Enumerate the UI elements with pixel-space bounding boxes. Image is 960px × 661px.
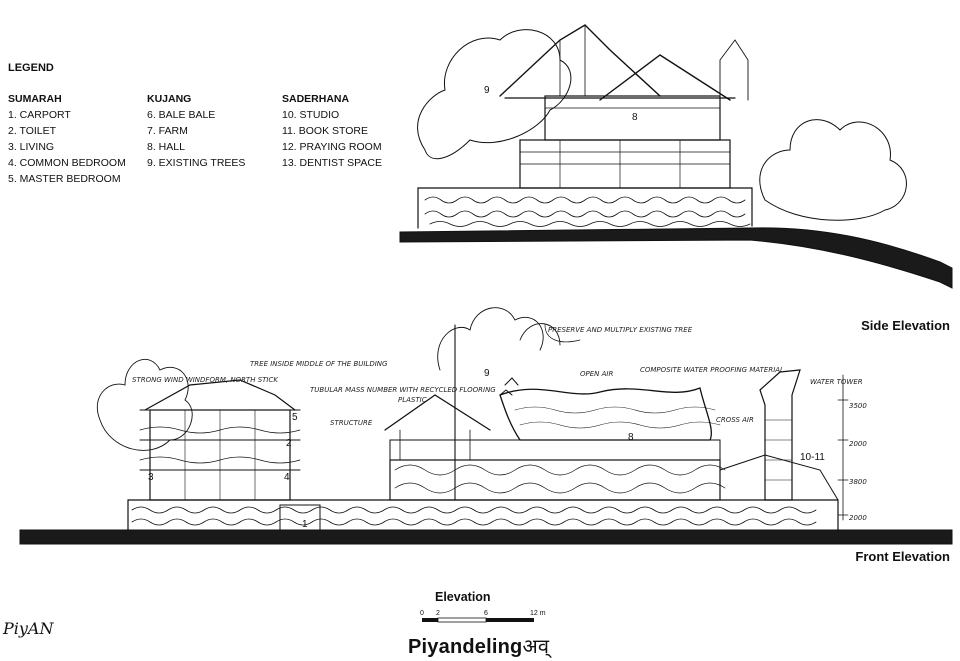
legend-item: 3. LIVING	[8, 141, 55, 153]
front-elevation-drawing	[19, 307, 953, 545]
front-rock-base	[127, 499, 839, 531]
legend-item: 13. DENTIST SPACE	[282, 157, 382, 169]
scale-segment-3	[486, 618, 534, 622]
legend-item: 8. HALL	[147, 141, 185, 153]
front-elevation-label: Front Elevation	[855, 549, 950, 564]
front-tags: 1 2 3 4 5 9 8 10-11	[148, 368, 825, 530]
note-composite: COMPOSITE WATER PROOFING MATERIAL	[640, 366, 784, 374]
front-tag-master-bedroom: 5	[292, 412, 298, 423]
legend-item: 1. CARPORT	[8, 109, 71, 121]
legend-title: LEGEND	[8, 62, 54, 74]
front-notes: STRONG WIND WINDFORM, NORTH STICK TREE I…	[132, 326, 863, 427]
scale-label-2: 2	[436, 610, 440, 617]
side-rock-base	[417, 187, 753, 229]
front-tree-center	[437, 307, 544, 371]
legend-item: 2. TOILET	[8, 125, 57, 137]
front-tag-common-bedroom: 4	[284, 472, 290, 483]
side-tag-hall: 8	[632, 112, 638, 123]
scale-bar: 0 2 6 12 m	[420, 610, 546, 623]
scale-label-6: 6	[484, 610, 488, 617]
front-tag-carport: 1	[302, 519, 308, 530]
front-tag-studio-bookstore: 10-11	[800, 452, 825, 463]
side-ground	[399, 227, 953, 289]
legend-group-saderhana: SADERHANA 10. STUDIO 11. BOOK STORE 12. …	[282, 91, 382, 171]
dim-3: 3800	[849, 478, 867, 486]
legend-heading: SADERHANA	[282, 93, 350, 105]
legend-item: 12. PRAYING ROOM	[282, 141, 382, 153]
front-tag-living: 3	[148, 472, 154, 483]
side-tree-right	[759, 119, 907, 221]
dim-1: 3500	[849, 402, 867, 410]
note-preserve: PRESERVE AND MULTIPLY EXISTING TREE	[548, 326, 693, 334]
front-tag-hall: 8	[628, 432, 634, 443]
scale-label-12: 12 m	[530, 610, 546, 617]
legend-group-kujang: KUJANG 6. BALE BALE 7. FARM 8. HALL 9. E…	[147, 91, 245, 171]
side-elevation-drawing	[399, 24, 953, 289]
dim-4: 2000	[849, 514, 867, 522]
dim-2: 2000	[849, 440, 867, 448]
note-wind: STRONG WIND WINDFORM, NORTH STICK	[132, 376, 279, 384]
side-tree-left	[417, 29, 572, 160]
legend-item: 11. BOOK STORE	[282, 125, 368, 137]
side-rock-texture	[424, 196, 751, 227]
scale-segment-1	[422, 618, 438, 622]
note-structure: STRUCTURE	[330, 419, 373, 427]
front-tree-left	[96, 358, 193, 451]
legend-heading: KUJANG	[147, 93, 192, 105]
front-dimensions: 3500 2000 3800 2000	[849, 402, 867, 522]
project-script: अव्	[522, 634, 550, 658]
front-tag-toilet: 2	[286, 438, 292, 449]
legend-item: 10. STUDIO	[282, 109, 340, 121]
legend-group-sumarah: SUMARAH 1. CARPORT 2. TOILET 3. LIVING 4…	[8, 91, 126, 187]
legend-item: 5. MASTER BEDROOM	[8, 173, 121, 185]
project-title: Piyandelingअव्	[408, 632, 549, 659]
note-tubular: TUBULAR MASS NUMBER WITH RECYCLED FLOORI…	[310, 386, 496, 394]
front-tag-trees: 9	[484, 368, 490, 379]
legend-item: 7. FARM	[147, 125, 188, 137]
side-tag-trees: 9	[484, 85, 490, 96]
project-name: Piyandeling	[408, 636, 523, 658]
logo-mark: PiyAN	[2, 619, 54, 638]
elevation-title: Elevation	[435, 590, 491, 604]
legend-item: 6. BALE BALE	[147, 109, 216, 121]
scale-segment-2	[437, 617, 487, 623]
side-elevation-label: Side Elevation	[861, 318, 950, 333]
front-ground	[19, 529, 953, 545]
note-plastic: PLASTIC	[398, 396, 427, 404]
side-tags: 9 8	[484, 85, 638, 123]
note-tree-inside: TREE INSIDE MIDDLE OF THE BUILDING	[250, 360, 388, 368]
studio-logo: PiyAN	[2, 619, 54, 638]
legend-item: 9. EXISTING TREES	[147, 157, 246, 169]
legend-heading: SUMARAH	[8, 93, 62, 105]
legend-item: 4. COMMON BEDROOM	[8, 157, 126, 169]
scale-label-0: 0	[420, 610, 424, 617]
note-cross-air: CROSS AIR	[716, 416, 754, 424]
note-water-tower: WATER TOWER	[810, 378, 863, 386]
front-rock-texture	[131, 506, 817, 526]
note-open-air: OPEN AIR	[580, 370, 613, 378]
